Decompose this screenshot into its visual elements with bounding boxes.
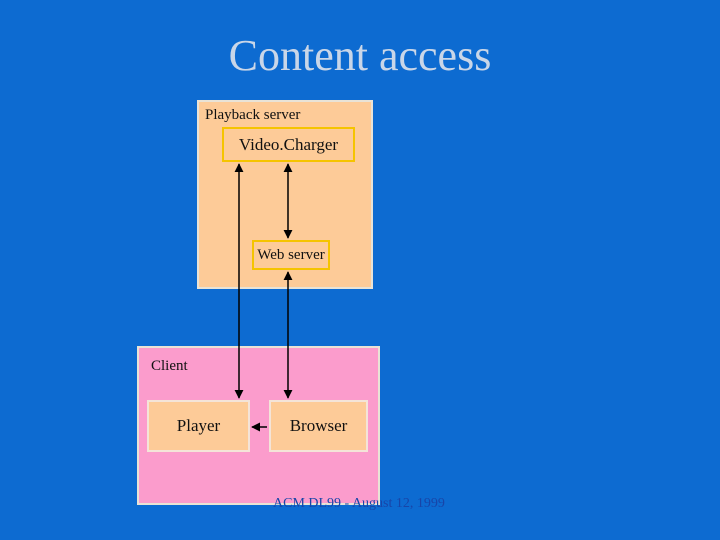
- browser-box: Browser: [269, 400, 368, 452]
- web-server-box: Web server: [252, 240, 330, 270]
- player-box: Player: [147, 400, 250, 452]
- slide-title: Content access: [228, 31, 492, 80]
- client-label: Client: [151, 358, 188, 374]
- footer-text: ACM DL99 - August 12, 1999: [273, 496, 445, 511]
- playback-server-label: Playback server: [205, 107, 301, 123]
- videocharger-box: Video.Charger: [222, 127, 355, 162]
